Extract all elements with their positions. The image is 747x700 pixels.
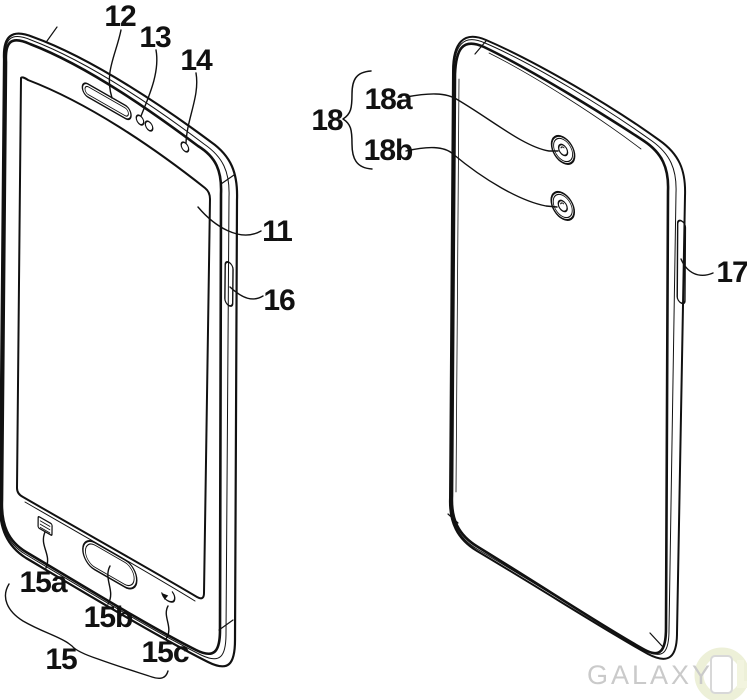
leader-13	[140, 49, 158, 117]
front-components	[37, 82, 234, 603]
watermark-logo-ring	[694, 647, 747, 700]
watermark-logo-phone-icon	[710, 655, 733, 694]
callout-front-side-key: 16	[263, 284, 295, 317]
callout-rear-camera-lower: 18b	[364, 134, 413, 167]
brace-15	[4, 583, 169, 680]
home-key	[82, 540, 138, 590]
callout-menu-key: 15a	[19, 566, 67, 599]
leader-11	[197, 206, 262, 236]
front-rim-line	[0, 36, 230, 660]
leader-12	[108, 29, 122, 99]
light-sensor-dot	[144, 120, 154, 132]
earpiece-slot-inner	[84, 85, 129, 117]
leader-15b	[107, 565, 112, 605]
leader-14	[185, 72, 198, 144]
back-key-icon	[161, 591, 176, 603]
back-cover-highlight	[455, 52, 642, 493]
back-side-key	[676, 219, 687, 305]
callout-back-side-key: 17	[716, 256, 747, 289]
front-outer-silhouette	[0, 32, 239, 668]
earpiece-slot	[81, 82, 132, 121]
callout-front-camera: 14	[180, 44, 213, 77]
front-view	[0, 26, 239, 668]
callout-earpiece: 12	[104, 0, 136, 33]
back-components	[550, 134, 687, 305]
watermark-logo-letter	[737, 660, 747, 688]
callout-display: 11	[262, 215, 292, 248]
front-screen	[16, 76, 211, 600]
front-side-key	[224, 261, 234, 307]
callout-labels: 12 13 14 11 16 15a 15b 15c 15 18 18a 18b…	[19, 0, 747, 676]
back-rim-line	[450, 39, 677, 655]
back-cover-outline	[450, 42, 670, 655]
front-seam-ticks	[46, 26, 235, 631]
callout-back-key: 15c	[141, 636, 188, 669]
callout-bottom-keys-group: 15	[45, 643, 77, 676]
leader-15a	[42, 531, 49, 569]
leader-18a	[405, 93, 559, 152]
leader-17	[680, 258, 714, 277]
back-view	[447, 35, 687, 660]
leader-18b	[405, 146, 558, 208]
brace-18	[342, 70, 373, 170]
proximity-sensor-dot	[135, 114, 145, 126]
watermark-text: GALAXY	[587, 660, 713, 690]
leader-16	[229, 286, 264, 300]
rear-camera-upper	[550, 134, 576, 165]
callout-home-key: 15b	[84, 601, 133, 634]
front-camera-dot	[180, 141, 190, 153]
back-seam-ticks	[447, 40, 663, 647]
callout-rear-camera-upper: 18a	[364, 83, 412, 116]
rear-camera-lower	[550, 190, 576, 221]
home-key-inner	[85, 543, 135, 587]
leader-15c	[165, 605, 170, 640]
callout-sensors: 13	[139, 21, 171, 54]
back-outer-silhouette	[448, 35, 687, 660]
watermark: GALAXY	[587, 647, 747, 700]
callout-rear-camera-group: 18	[311, 104, 343, 137]
leader-lines	[4, 29, 714, 680]
